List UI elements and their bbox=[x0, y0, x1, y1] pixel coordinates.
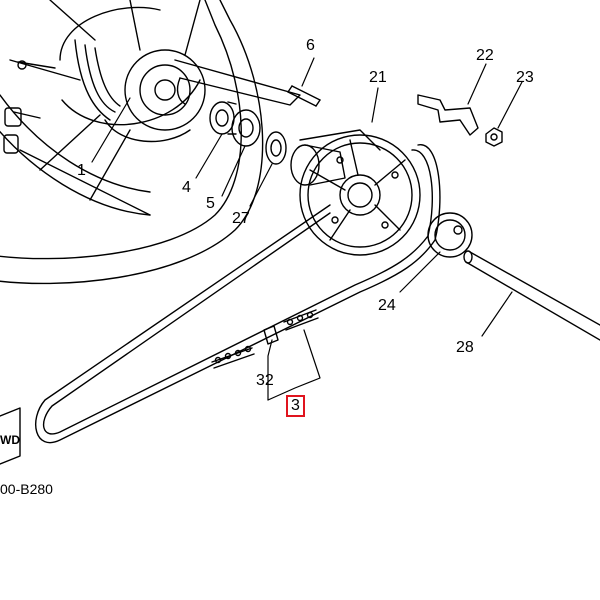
callout-27[interactable]: 27 bbox=[232, 210, 250, 227]
leader-lines bbox=[91, 57, 523, 401]
nut-23 bbox=[485, 127, 503, 147]
axle-28 bbox=[463, 250, 600, 341]
drawing-code: 00-B280 bbox=[0, 481, 53, 497]
callout-28[interactable]: 28 bbox=[456, 339, 474, 356]
callout-32[interactable]: 32 bbox=[256, 372, 274, 389]
chain-guide-22 bbox=[417, 94, 479, 136]
rear-sprocket-21 bbox=[299, 134, 421, 256]
callout-1[interactable]: 1 bbox=[77, 162, 86, 179]
collar-27 bbox=[265, 131, 287, 165]
callout-3-selected[interactable]: 3 bbox=[286, 395, 305, 417]
rear-wheel bbox=[0, 0, 264, 285]
drive-chain bbox=[35, 144, 441, 444]
callout-21[interactable]: 21 bbox=[369, 69, 387, 86]
callout-22[interactable]: 22 bbox=[476, 47, 494, 64]
oil-seal-5 bbox=[231, 109, 261, 147]
axle-spacer bbox=[174, 59, 301, 106]
chain-joint-links bbox=[211, 309, 319, 369]
callout-23[interactable]: 23 bbox=[516, 69, 534, 86]
stud-bolt-6 bbox=[287, 85, 321, 107]
callout-24[interactable]: 24 bbox=[378, 297, 396, 314]
callout-4[interactable]: 4 bbox=[182, 179, 191, 196]
fwd-badge-text: WD bbox=[0, 433, 20, 447]
callout-6[interactable]: 6 bbox=[306, 37, 315, 54]
callout-5[interactable]: 5 bbox=[206, 195, 215, 212]
fwd-badge bbox=[0, 407, 21, 465]
drive-sprocket-24 bbox=[427, 212, 473, 258]
